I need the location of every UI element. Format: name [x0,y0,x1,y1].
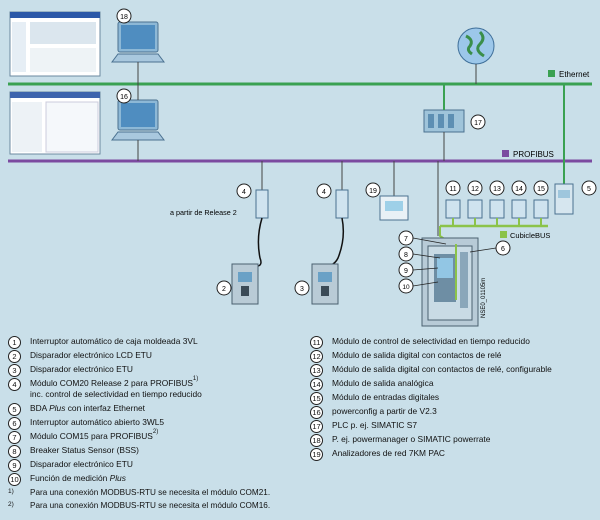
svg-text:13: 13 [493,186,501,193]
badge-10: 10 [398,278,414,294]
badge-2: 2 [216,280,232,296]
badge-11: 11 [445,180,461,196]
badge-16: 16 [116,88,132,104]
svg-text:5: 5 [587,186,591,193]
workstation-18 [9,11,165,84]
figure-code: NSE0_01105m [481,278,487,318]
badge-14: 14 [511,180,527,196]
breaker-3wl-cabinet [421,161,479,327]
keyboard [111,53,165,63]
internet-globe-icon [457,27,495,84]
workstation-16 [9,84,165,161]
badge-4b: 4 [316,183,332,199]
svg-text:18: 18 [120,14,128,21]
cubiclebus-label: CubicleBUS [510,231,550,240]
badge-4a: 4 [236,183,252,199]
profibus-label: PROFIBUS [513,150,554,159]
power-analyzer-19 [379,161,409,221]
cubiclebus-modules [440,199,549,238]
footnote-1: 1)Para una conexión MODBUS-RTU se necesi… [8,488,271,497]
ethernet-marker [548,70,555,77]
com20-module-left [251,161,269,268]
com20-module-right [325,161,349,267]
svg-text:12: 12 [471,186,479,193]
badge-6: 6 [495,240,511,256]
breaker-3vl-right [311,263,339,305]
svg-text:15: 15 [537,186,545,193]
svg-text:3: 3 [300,286,304,293]
bda-plus-5 [554,84,574,215]
badge-5: 5 [581,180,597,196]
badge-12: 12 [467,180,483,196]
svg-text:14: 14 [515,186,523,193]
profibus-marker [502,150,509,157]
svg-text:4: 4 [242,189,246,196]
badge-18: 18 [116,8,132,24]
svg-text:7: 7 [404,236,408,243]
footnote-2: 2)Para una conexión MODBUS-RTU se necesi… [8,501,271,510]
badge-7: 7 [398,230,414,246]
svg-text:8: 8 [404,252,408,259]
svg-text:11: 11 [449,186,456,193]
svg-text:19: 19 [369,188,377,195]
badge-8: 8 [398,246,414,262]
svg-text:6: 6 [501,246,505,253]
badge-19: 19 [365,182,381,198]
svg-text:9: 9 [404,268,408,275]
svg-text:17: 17 [474,120,482,127]
svg-text:2: 2 [222,286,226,293]
plc-17 [423,84,465,161]
badge-3: 3 [294,280,310,296]
ethernet-label: Ethernet [559,70,590,79]
release-note: a partir de Release 2 [170,208,237,217]
badge-15: 15 [533,180,549,196]
svg-text:4: 4 [322,189,326,196]
badge-9: 9 [398,262,414,278]
badge-17: 17 [470,114,486,130]
badge-13: 13 [489,180,505,196]
svg-text:10: 10 [402,284,410,291]
breaker-3vl-left [231,263,259,305]
svg-text:16: 16 [120,94,128,101]
